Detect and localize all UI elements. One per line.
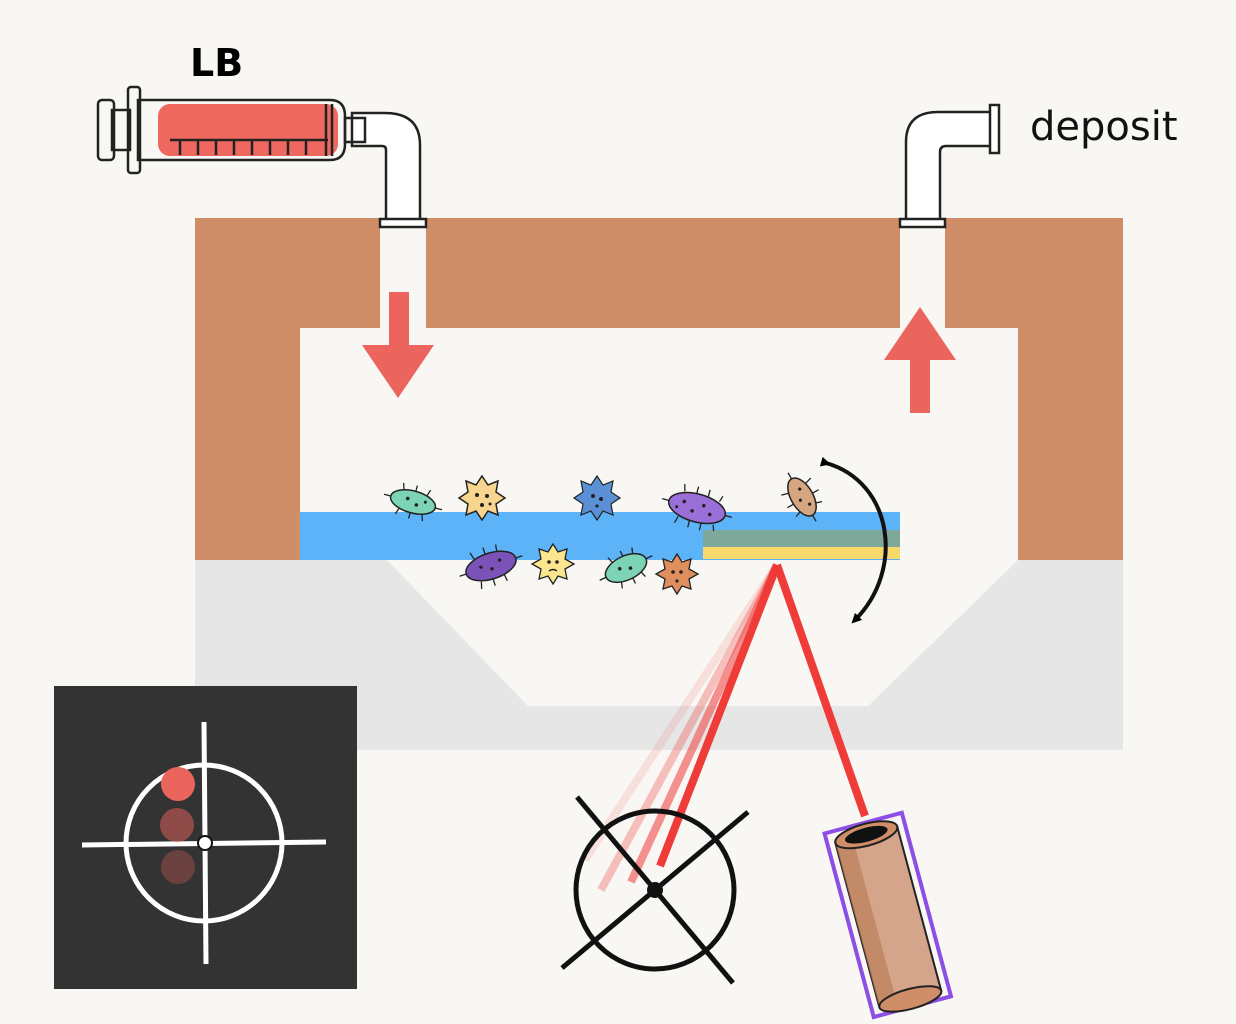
outflow-arrow: [884, 307, 956, 413]
inlet-fluid-label: LB: [190, 41, 243, 85]
sensor-layer-bottom: [703, 547, 900, 559]
beam-spot-previous-1: [160, 808, 194, 842]
bacteria-tan-rod: [781, 472, 823, 522]
reflected-beam-faded-1: [627, 563, 781, 884]
syringe-icon: [96, 85, 367, 175]
inlet-pipe-icon: [350, 111, 428, 229]
bacteria-blue-spiky: [572, 474, 622, 522]
beam-spot-current: [161, 767, 195, 801]
reflected-beam-faded-2: [597, 563, 781, 892]
beam-spot-previous-2: [161, 850, 195, 884]
bacteria-yellow-spiky-1: [457, 474, 507, 522]
sensor-layer-top: [703, 530, 900, 547]
bacteria-purple-rod-2: [459, 544, 523, 590]
laser-icon: [822, 810, 954, 1020]
bacteria-green-rod-1: [383, 482, 443, 522]
inflow-arrow: [362, 292, 434, 398]
incident-beam: [773, 563, 869, 818]
outlet-pipe-icon: [898, 103, 1001, 229]
outlet-label: deposit: [1030, 104, 1178, 150]
bacteria-orange-spiky: [654, 552, 700, 596]
crosshair-center: [197, 835, 213, 851]
reflected-beam-faded-3: [581, 562, 781, 863]
chamber-walls: [195, 218, 1123, 560]
position-detector-icon: [560, 795, 750, 985]
bacteria-green-rod-2: [599, 547, 653, 589]
bacteria-purple-rod-1: [662, 484, 732, 532]
rotation-arrow-icon: [819, 456, 888, 624]
laser-beams: [581, 562, 869, 892]
detector-readout-panel: [54, 686, 357, 989]
bacteria-yellow-spiky-2: [530, 542, 576, 586]
